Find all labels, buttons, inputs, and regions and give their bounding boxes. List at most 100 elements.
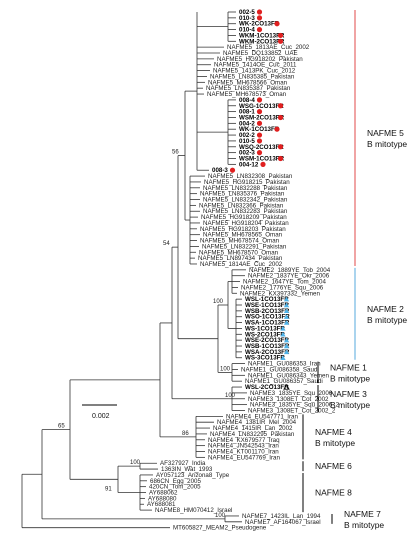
bootstrap-value: 86 — [182, 431, 189, 437]
red-dot-marker — [277, 114, 284, 121]
blue-triangle-marker — [283, 343, 290, 349]
clade-subtitle: B mitotype — [367, 139, 407, 149]
red-dot-marker — [256, 26, 263, 33]
clade-subtitle: B mitotype — [367, 315, 407, 325]
tip-label: WKM-1CO13FR — [239, 32, 285, 39]
tip-label: WSA-1CO13FR — [245, 320, 290, 327]
blue-triangle-marker — [283, 320, 290, 325]
red-dot-marker — [256, 138, 263, 144]
tip-label: NAFME8_HM070412_Israel — [155, 507, 232, 514]
tip-label: NAFME4_KX679577_Iraq — [208, 437, 280, 444]
blue-triangle-marker — [283, 337, 290, 343]
clade-name: NAFME 6 — [315, 461, 352, 471]
blue-triangle-marker — [283, 314, 290, 319]
tip-label: AY688080 — [148, 495, 177, 502]
tip-label: NAFME5_HG918202_Pakistan — [217, 56, 303, 63]
blue-triangle-marker — [280, 355, 286, 360]
tip-label: AY688062 — [149, 490, 178, 497]
tip-label: NAFME5_DQ133852_UAE — [223, 50, 298, 57]
clade-name: NAFME 1 — [330, 362, 367, 372]
bootstrap-value: 100 — [215, 513, 226, 519]
tip-label: NAFME5_LN832308_Pakistan — [208, 173, 293, 180]
blue-triangle-marker — [283, 302, 290, 308]
tip-label: 008-4 — [239, 97, 255, 104]
tip-label: NAFME5_LN832288_Pakistan — [203, 185, 288, 192]
tip-label: NAFME4_JN542543_Iran — [208, 443, 279, 450]
tip-label: NAFME2_1837YE_Okr_2006 — [248, 273, 330, 280]
clade-subtitle: B mitotype — [315, 438, 355, 448]
tip-label: NAFME1_GU086357_Saudi — [245, 378, 323, 385]
tip-label: WS-3CO13FR — [245, 355, 285, 362]
tip-label: WSM-1CO13FR — [239, 156, 285, 163]
tip-label: NAFME5_MH678565_Oman — [203, 232, 283, 239]
tip-label: NAFME2_1776YE_Squ_2006 — [241, 284, 324, 291]
tip-label: NAFME5_LN897434_Pakistan — [198, 255, 283, 262]
blue-triangle-marker — [283, 349, 290, 355]
bootstrap-value: 100 — [225, 393, 236, 399]
red-dot-marker — [277, 103, 284, 109]
clade-subtitle: B mitotype — [344, 520, 384, 530]
tip-label: NAFME5_1813AE_Cuc_2002 — [227, 44, 310, 51]
tip-label: NAFME5_LN832283_Pakistan — [203, 208, 288, 215]
red-dot-marker — [256, 132, 263, 138]
tip-label: MT605827_MEAM2_Pseudogene — [173, 525, 267, 532]
tip-label: WSO-1CO13FR — [245, 314, 290, 321]
red-dot-marker — [256, 150, 263, 156]
blue-triangle-marker — [280, 326, 286, 331]
tip-label: NAFME5_1413PK_Cuc_2012 — [213, 68, 296, 75]
bootstrap-value: 56 — [172, 150, 179, 156]
tip-label: NAFME5_HG918215_Pakistan — [204, 179, 290, 186]
open-triangle-marker — [283, 383, 290, 390]
tip-label: 010-5 — [239, 138, 255, 145]
tip-label: NAFME4_EU547771_Iran — [226, 413, 298, 420]
red-dot-marker — [256, 15, 263, 21]
red-dot-marker — [260, 161, 266, 167]
tip-label: NAFME3_1308ET_Cot_2002 — [248, 396, 329, 403]
tip-label: 420CN_Tom_2005 — [149, 484, 201, 491]
blue-triangle-marker — [283, 296, 290, 302]
red-dot-marker — [256, 109, 263, 115]
tip-label: WSM-2CO13FR — [239, 114, 285, 121]
tip-label: NAFME7_AF164067_Israel — [245, 519, 321, 526]
tip-label: WK-2CO13FR — [239, 21, 280, 28]
tip-label: AY057123_Arizona8_Type — [156, 472, 230, 479]
tip-label: WSE-1CO13FR — [245, 302, 290, 309]
tip-label: AY688081 — [147, 501, 176, 508]
tip-label: WSE-2CO13FR — [245, 337, 290, 344]
tip-label: NAFME4_1381IR_Mel_2004 — [217, 419, 297, 426]
tip-label: WSB-1CO13FR — [245, 343, 290, 350]
tip-label: 004-12 — [239, 161, 259, 168]
tip-label: WS-1CO13FR — [245, 325, 285, 332]
red-dot-marker — [277, 32, 284, 39]
tip-label: NAFME4_1415IR_Lan_2002 — [213, 425, 293, 432]
red-dot-marker — [277, 144, 284, 150]
red-dot-marker — [256, 9, 263, 15]
tip-label: NAFME5_MH678574_Oman — [200, 238, 280, 245]
red-dot-marker — [229, 167, 236, 173]
tip-label: 686CN_Egg_2005 — [150, 478, 201, 485]
tip-label: AF327927_India — [160, 460, 206, 467]
tip-label: NAFME3_1308ET_Cot_2002_2 — [248, 407, 336, 414]
tip-label: NAFME2_1647YE_Tom_2004 — [243, 279, 326, 286]
tip-label: NAFME2_KX397332_Yemen — [240, 290, 320, 297]
clade-name: NAFME 4 — [315, 427, 352, 437]
tip-label: WSL-2CO13FR — [245, 384, 289, 391]
tip-label: NAFME3_1835YE_Squ_2006 — [250, 390, 333, 397]
red-dot-marker — [274, 126, 280, 132]
tip-label: WSB-2CO13FR — [245, 308, 290, 315]
tip-label: NAFME5_LN832291_Pakistan — [202, 243, 287, 250]
blue-triangle-marker — [283, 308, 290, 314]
tip-label: NAFME5_HG918204_Pakistan — [203, 220, 289, 227]
bootstrap-value: 100 — [220, 366, 231, 372]
tip-label: NAFME5_LN835376_Pakistan — [200, 191, 285, 198]
red-dot-marker — [277, 155, 284, 162]
scale-bar: 0.002 — [82, 404, 117, 420]
tip-label: NAFME5_MH678566_Oman — [208, 79, 288, 86]
tip-label: NAFME5_LN832366_Pakistan — [199, 202, 284, 209]
tip-label: 010-4 — [239, 27, 255, 34]
bootstrap-value: 65 — [58, 424, 65, 430]
tip-label: NAFME5_LN832342_Pakistan — [203, 197, 288, 204]
clade-name: NAFME 5 — [367, 128, 404, 138]
bootstrap-value: 54 — [163, 241, 170, 247]
